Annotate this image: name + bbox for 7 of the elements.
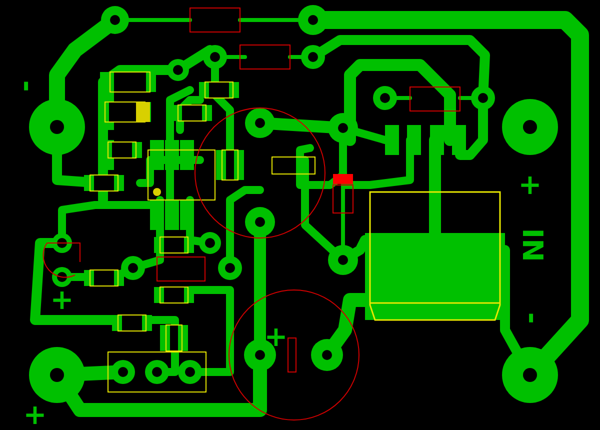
- board-marking: +: [50, 286, 74, 314]
- board-marking: -: [518, 312, 546, 324]
- board-marking: +: [518, 171, 542, 199]
- board-marking: +: [264, 323, 288, 351]
- board-marking: +: [23, 401, 47, 429]
- board-marking: -: [13, 80, 41, 92]
- board-marking: IN: [518, 228, 546, 262]
